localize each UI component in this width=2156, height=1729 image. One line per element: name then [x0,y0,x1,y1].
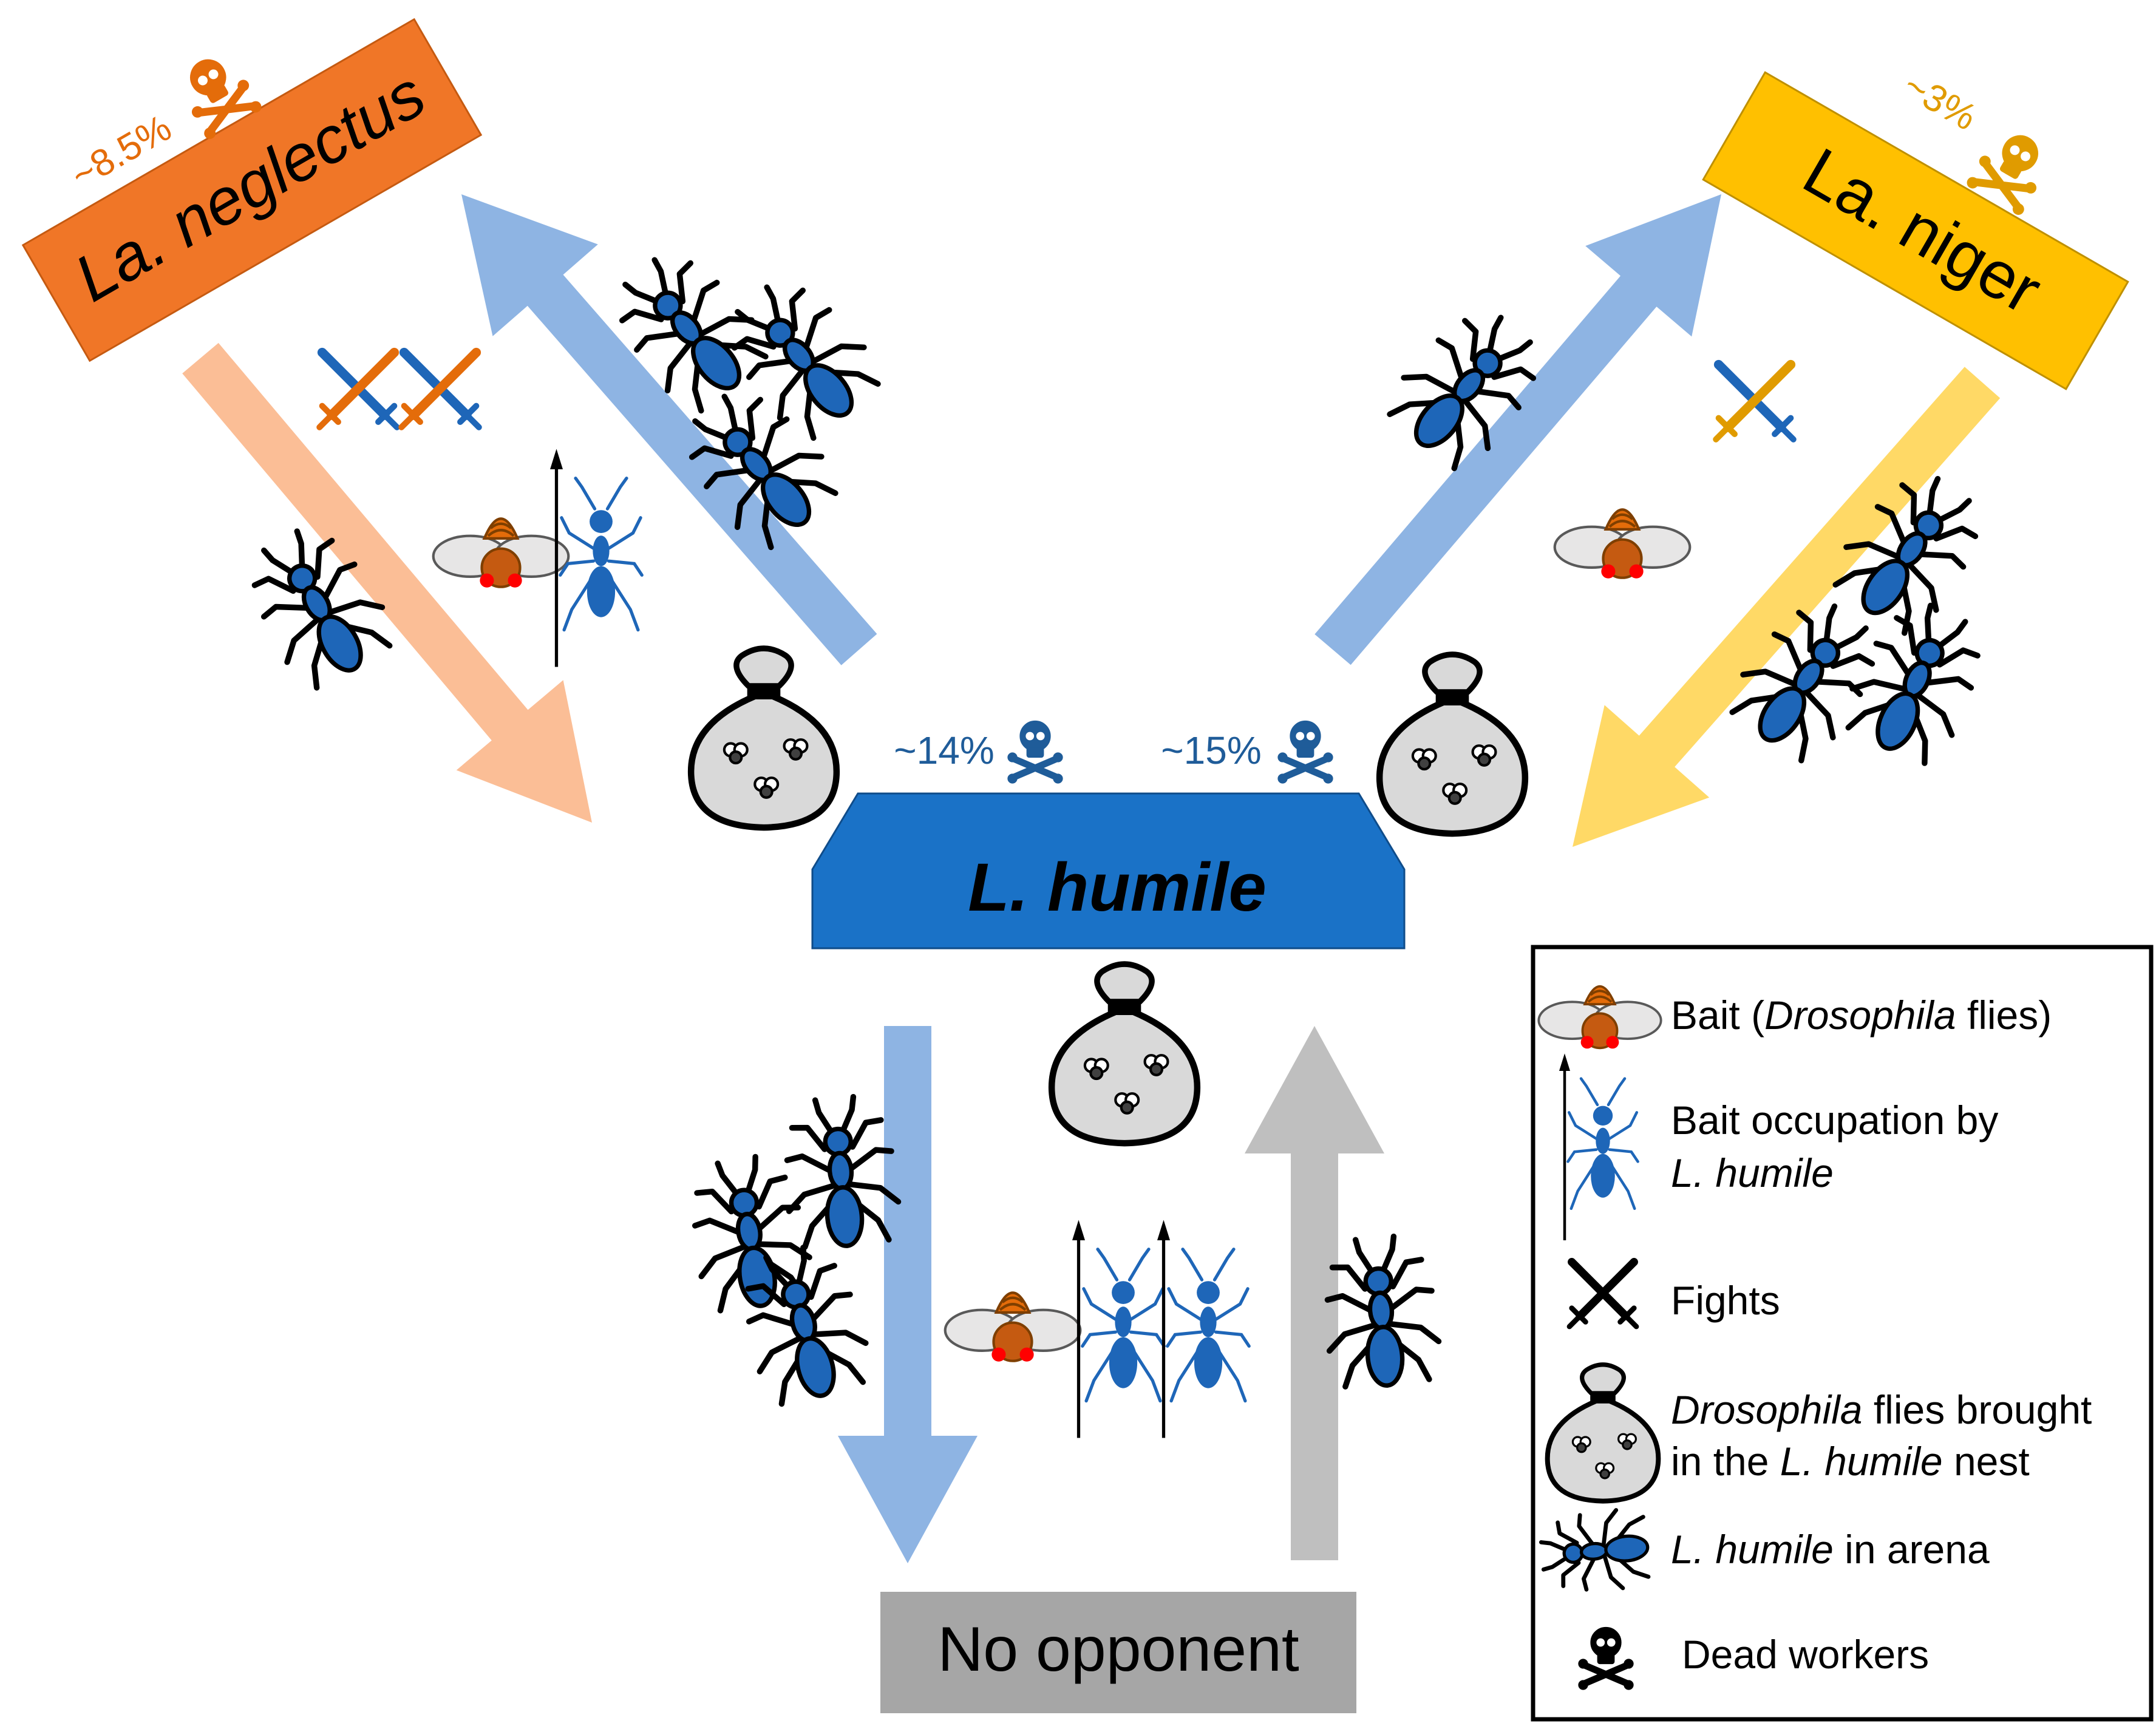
no-opponent-box [880,1592,1356,1713]
ant-icon [710,264,889,448]
legend: Bait (Drosophila flies) Bait occupation … [1531,945,2154,1722]
arrow-neglectus-to-humile [182,342,592,823]
legend-dead: Dead workers [1682,1632,1929,1677]
ant-icon [1320,1234,1442,1390]
niger-fights [1716,365,1794,440]
legend-fights: Fights [1671,1278,1780,1323]
legend-box [1531,945,2154,1722]
neglectus-fights [319,353,479,427]
spear-ant-icon [1157,1220,1249,1438]
bag-icon [1052,964,1197,1143]
legend-occupation-line2: L. humile [1671,1150,1834,1195]
arrow-no-opponent-to-humile [1245,1026,1384,1560]
niger-mortality: ~3% [1897,64,1984,139]
no-opponent-label: No opponent [937,1614,1299,1685]
spear-ant-icon [1072,1220,1164,1438]
legend-bait: Bait (Drosophila flies) [1671,993,2052,1038]
humile-mortality-right: ~15% [1161,729,1261,772]
humile-box [811,792,1406,949]
arrow-humile-to-niger [1314,194,1721,665]
node-la-niger: La. niger [1702,71,2129,390]
legend-occupation-line1: Bait occupation by [1671,1098,1998,1143]
arrow-humile-to-neglectus [461,194,877,665]
fly-icon [1555,509,1690,578]
fly-icon [945,1293,1081,1361]
fly-icon [434,518,569,587]
niger-box [1702,71,2129,390]
ant-icon [1835,591,1998,771]
neglectus-box [21,18,483,362]
bag-icon [1379,654,1525,834]
arrow-niger-to-humile [1573,367,2001,847]
ant-icon [780,1094,902,1251]
humile-mortality-left: ~14% [894,729,994,772]
legend-brought-line1: Drosophila flies brought [1671,1387,2092,1432]
humile-skull-left-icon [1008,721,1063,784]
arrow-humile-to-no-opponent [838,1026,978,1563]
humile-skull-right-icon [1278,721,1333,784]
legend-arena: L. humile in arena [1671,1527,1990,1572]
humile-label: L. humile [968,849,1267,925]
legend-brought-line2: in the L. humile nest [1671,1439,2030,1484]
bag-icon [691,648,837,827]
